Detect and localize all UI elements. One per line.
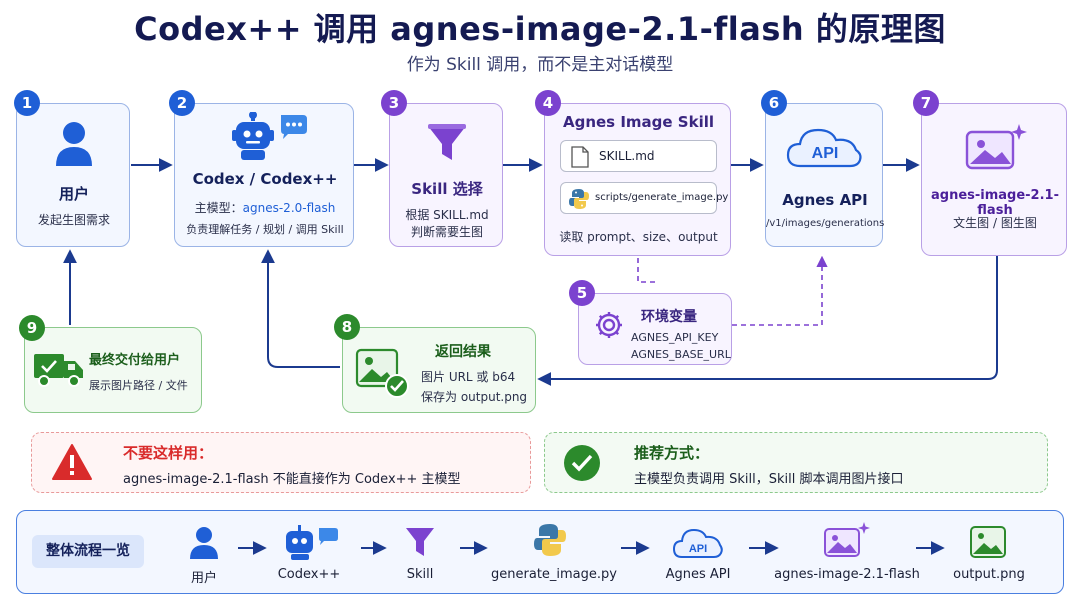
- step-badge-9: 9: [19, 315, 45, 341]
- step-image-model-desc: 文生图 / 图生图: [953, 216, 1037, 230]
- skill-md-file[interactable]: SKILL.md: [560, 140, 717, 172]
- step-badge-1: 1: [14, 90, 40, 116]
- overview-funnel-icon: [406, 528, 434, 556]
- step-agnes-skill-title: Agnes Image Skill: [562, 113, 715, 131]
- document-icon: [571, 146, 589, 168]
- model-value: agnes-2.0-flash: [242, 201, 336, 215]
- step-user-title: 用户: [58, 185, 89, 203]
- page-subtitle: 作为 Skill 调用，而不是主对话模型: [406, 55, 674, 75]
- step-user-box: 用户 发起生图需求: [16, 103, 130, 247]
- step-badge-7: 7: [913, 90, 939, 116]
- step-deliver-box: 最终交付给用户 展示图片路径 / 文件: [24, 327, 202, 413]
- step-image-model-box: agnes-image-2.1-flash 文生图 / 图生图: [921, 103, 1067, 256]
- step-badge-2: 2: [169, 90, 195, 116]
- overview-label: 整体流程一览: [32, 535, 144, 568]
- dont-use-text: agnes-image-2.1-flash 不能直接作为 Codex++ 主模型: [123, 472, 461, 487]
- image-sparkle-icon: [965, 124, 1027, 170]
- step-skill-select-desc2: 判断需要生图: [410, 225, 483, 239]
- python-icon: [569, 189, 589, 209]
- step-env-box: 环境变量 AGNES_API_KEY AGNES_BASE_URL: [578, 293, 732, 365]
- step-user-desc: 发起生图需求: [37, 213, 110, 227]
- step-return-desc2: 保存为 output.png: [421, 390, 528, 404]
- step-codex-model: 主模型：agnes-2.0-flash: [175, 199, 355, 216]
- dashed-link-5-6: [732, 255, 828, 326]
- step-badge-8: 8: [334, 314, 360, 340]
- warning-icon: [52, 444, 92, 480]
- api-icon-text: API: [812, 145, 839, 162]
- env-var-api-key: AGNES_API_KEY: [631, 331, 719, 344]
- overview-item-user: 用户: [190, 571, 217, 586]
- page-title: Codex++ 调用 agnes-image-2.1-flash 的原理图: [134, 10, 946, 48]
- step-skill-select-box: Skill 选择 根据 SKILL.md 判断需要生图: [389, 103, 503, 247]
- step-image-model-title: agnes-image-2.1-flash: [930, 188, 1059, 218]
- dont-use-title: 不要这样用：: [123, 444, 214, 462]
- arrow-7-8: [537, 256, 998, 386]
- overview-api-icon-text: API: [689, 543, 707, 555]
- overview-image-sparkle-icon: [824, 522, 870, 557]
- step-deliver-desc: 展示图片路径 / 文件: [89, 379, 188, 392]
- model-label: 主模型：: [194, 201, 243, 215]
- image-check-icon: [355, 348, 409, 398]
- overview-strip: 整体流程一览 API: [16, 510, 1064, 594]
- step-return-box: 返回结果 图片 URL 或 b64 保存为 output.png: [342, 327, 536, 413]
- skill-md-label: SKILL.md: [599, 149, 655, 163]
- step-return-title: 返回结果: [435, 344, 491, 360]
- step-deliver-title: 最终交付给用户: [89, 353, 181, 368]
- overview-item-output: output.png: [953, 567, 1025, 582]
- step-return-desc1: 图片 URL 或 b64: [421, 370, 516, 384]
- gear-icon: [596, 312, 622, 338]
- api-cloud-icon: API: [786, 128, 862, 168]
- overview-item-script: generate_image.py: [491, 567, 617, 582]
- recommended-title: 推荐方式：: [634, 444, 710, 462]
- overview-python-icon: [534, 524, 566, 556]
- step-codex-desc: 负责理解任务 / 规划 / 调用 Skill: [186, 223, 344, 236]
- overview-user-icon: [190, 527, 218, 559]
- recommended-text: 主模型负责调用 Skill，Skill 脚本调用图片接口: [634, 472, 904, 487]
- generate-script-label: scripts/generate_image.py: [595, 192, 729, 203]
- step-agnes-skill-desc: 读取 prompt、size、output: [559, 230, 718, 244]
- step-agnes-api-title: Agnes API: [782, 191, 868, 209]
- overview-api-cloud-icon: API: [672, 528, 723, 558]
- overview-item-skill: Skill: [406, 567, 434, 582]
- overview-item-codex: Codex++: [277, 567, 341, 582]
- step-codex-box: Codex / Codex++ 主模型：agnes-2.0-flash 负责理解…: [174, 103, 354, 247]
- overview-arrows: [238, 541, 945, 555]
- step-badge-3: 3: [381, 90, 407, 116]
- step-skill-select-title: Skill 选择: [411, 180, 483, 198]
- step-badge-4: 4: [535, 90, 561, 116]
- generate-script-file[interactable]: scripts/generate_image.py: [560, 182, 728, 214]
- step-badge-5: 5: [569, 280, 595, 306]
- step-agnes-api-endpoint: /v1/images/generations: [766, 218, 885, 229]
- dont-use-box: 不要这样用： agnes-image-2.1-flash 不能直接作为 Code…: [31, 432, 531, 493]
- delivery-truck-icon: [34, 354, 83, 387]
- env-var-base-url: AGNES_BASE_URL: [631, 348, 731, 361]
- overview-item-api: Agnes API: [665, 567, 731, 582]
- funnel-icon: [428, 124, 466, 160]
- step-codex-title: Codex / Codex++: [192, 170, 338, 188]
- recommended-box: 推荐方式： 主模型负责调用 Skill，Skill 脚本调用图片接口: [544, 432, 1048, 493]
- overview-robot-icon: [286, 525, 338, 560]
- dashed-link-4-5: [637, 258, 655, 283]
- step-agnes-skill-box: Agnes Image Skill SKILL.md scripts/gener…: [544, 103, 731, 256]
- step-agnes-api-box: API Agnes API /v1/images/generations: [765, 103, 885, 247]
- step-skill-select-desc1: 根据 SKILL.md: [405, 208, 489, 222]
- step-env-title: 环境变量: [641, 309, 697, 325]
- arrow-8-2: [261, 249, 340, 368]
- check-circle-icon: [564, 445, 600, 481]
- overview-output-image-icon: [970, 526, 1006, 558]
- robot-icon: [232, 112, 307, 160]
- step-badge-6: 6: [761, 90, 787, 116]
- overview-item-model: agnes-image-2.1-flash: [774, 567, 920, 582]
- user-icon: [56, 122, 92, 166]
